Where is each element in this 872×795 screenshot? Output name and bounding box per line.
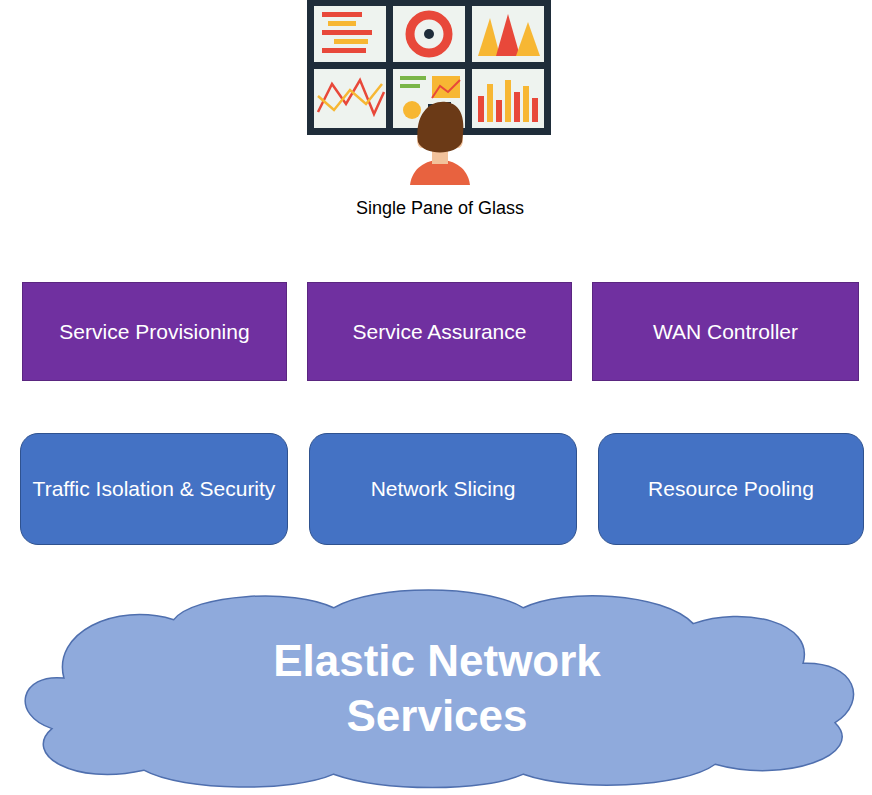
cloud-shape: Elastic Network Services (4, 584, 870, 792)
capability-box: Resource Pooling (598, 433, 864, 545)
function-box: WAN Controller (592, 282, 859, 381)
box-label: Traffic Isolation & Security (33, 476, 276, 501)
capability-box: Traffic Isolation & Security (20, 433, 288, 545)
cloud-title: Elastic Network Services (227, 633, 647, 743)
box-label: Service Assurance (353, 319, 527, 344)
function-box: Service Assurance (307, 282, 572, 381)
box-label: Resource Pooling (648, 476, 814, 501)
caption-label: Single Pane of Glass (300, 198, 580, 219)
function-box: Service Provisioning (22, 282, 287, 381)
box-label: Network Slicing (371, 476, 516, 501)
capability-box: Network Slicing (309, 433, 577, 545)
box-label: WAN Controller (653, 319, 798, 344)
monitor-illustration (0, 0, 872, 200)
cloud-outline (4, 584, 870, 792)
box-label: Service Provisioning (59, 319, 249, 344)
person-figure (410, 102, 470, 185)
